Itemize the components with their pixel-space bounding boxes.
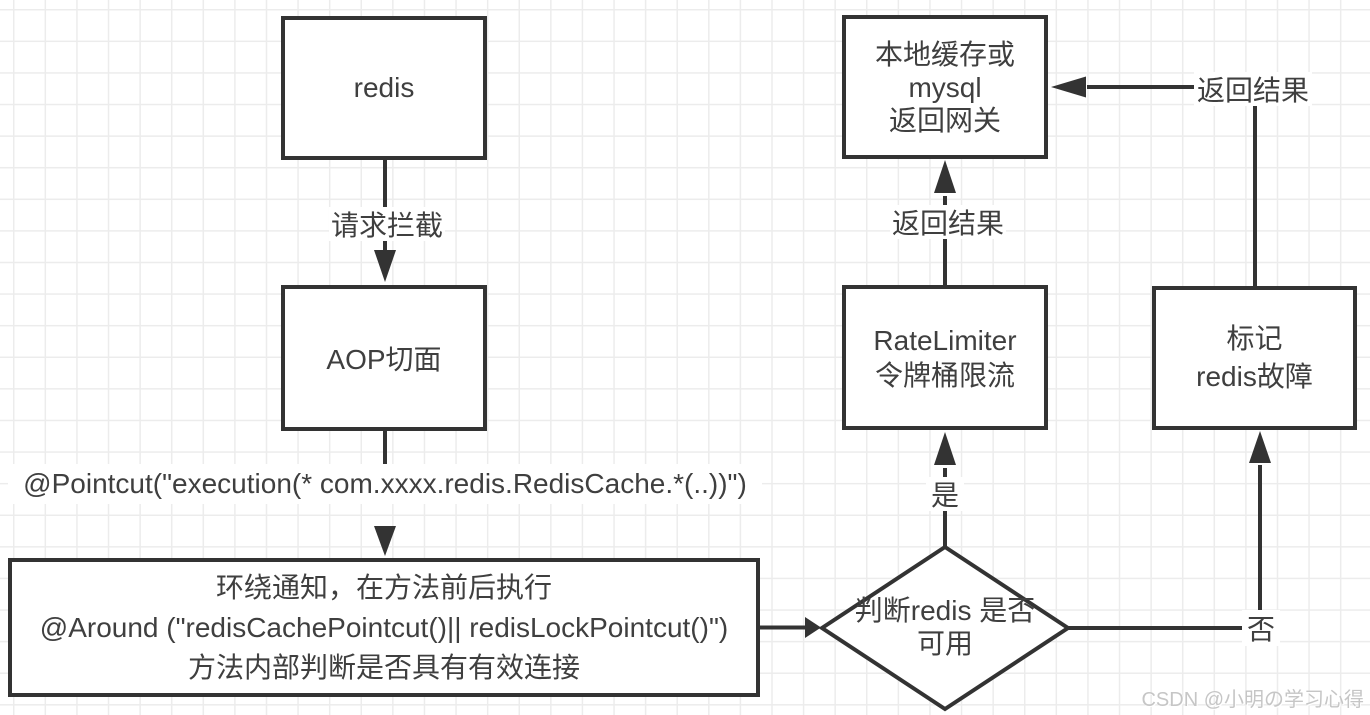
decision-line-2: 是否可用 bbox=[916, 595, 1036, 659]
node-local-cache-line-2: mysql bbox=[908, 71, 982, 103]
decision-diamond-shape bbox=[818, 544, 1072, 712]
node-mark-redis-fault: 标记 redis故障 bbox=[1152, 286, 1357, 430]
arrowhead-down-into-aop bbox=[374, 250, 396, 282]
edge-label-pointcut-annotation: @Pointcut("execution(* com.xxxx.redis.Re… bbox=[8, 464, 762, 504]
edge-label-return-result-right: 返回结果 bbox=[1194, 72, 1312, 106]
node-redis: redis bbox=[281, 16, 487, 160]
node-rate-limiter: RateLimiter 令牌桶限流 bbox=[842, 285, 1048, 430]
decision-redis-available: 判断redis 是否可用 bbox=[850, 594, 1040, 660]
edge-label-yes: 是 bbox=[926, 477, 964, 511]
edge-label-request-intercept: 请求拦截 bbox=[329, 207, 445, 241]
node-around-line-2: @Around ("redisCachePointcut()|| redisLo… bbox=[39, 611, 729, 643]
node-rate-limiter-line-2: 令牌桶限流 bbox=[874, 359, 1015, 391]
node-mark-fault-line-1: 标记 bbox=[1226, 323, 1283, 354]
arrowhead-down-into-around bbox=[374, 526, 396, 556]
node-aop-label: AOP切面 bbox=[326, 344, 442, 375]
node-redis-label: redis bbox=[353, 72, 415, 103]
node-local-cache-line-1: 本地缓存或 bbox=[874, 38, 1015, 70]
arrowhead-up-into-fault bbox=[1249, 431, 1271, 463]
csdn-watermark: CSDN @小明の学习心得 bbox=[1141, 689, 1364, 711]
node-around-advice: 环绕通知，在方法前后执行 @Around ("redisCachePointcu… bbox=[8, 558, 760, 697]
edge-label-return-result-middle: 返回结果 bbox=[890, 205, 1006, 239]
edge-label-no: 否 bbox=[1242, 610, 1280, 646]
arrowhead-left-into-cache bbox=[1051, 76, 1086, 98]
node-aop-aspect: AOP切面 bbox=[281, 285, 487, 431]
decision-line-1: 判断redis bbox=[854, 595, 972, 626]
arrowhead-up-into-ratelimiter bbox=[934, 432, 956, 465]
arrowhead-up-into-cache bbox=[934, 160, 956, 193]
node-local-cache: 本地缓存或 mysql 返回网关 bbox=[842, 15, 1048, 159]
node-around-line-1: 环绕通知，在方法前后执行 bbox=[215, 571, 552, 603]
node-rate-limiter-line-1: RateLimiter bbox=[873, 324, 1017, 356]
node-around-line-3: 方法内部判断是否具有有效连接 bbox=[187, 651, 580, 683]
arrowhead-right-into-decision bbox=[805, 617, 821, 638]
node-local-cache-line-3: 返回网关 bbox=[888, 104, 1001, 136]
node-mark-fault-line-2: redis故障 bbox=[1196, 361, 1313, 392]
